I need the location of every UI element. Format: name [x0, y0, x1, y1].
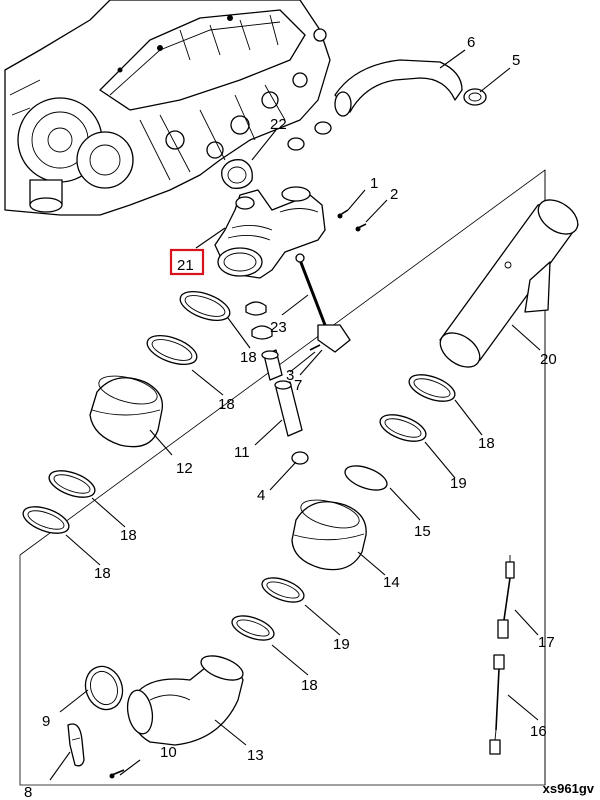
part-11-pipe — [261, 349, 303, 437]
callout-22[interactable]: 22 — [270, 116, 287, 133]
callout-13[interactable]: 13 — [247, 747, 264, 764]
callout-labels: 1 2 3 4 5 6 7 8 9 10 11 12 13 14 15 16 1… — [24, 34, 557, 800]
part-5-clamp — [463, 88, 487, 106]
reference-code: xs961gv — [542, 781, 594, 796]
callout-8[interactable]: 8 — [24, 784, 32, 800]
callout-7[interactable]: 7 — [294, 377, 302, 394]
part-13-elbow — [126, 655, 244, 746]
part-12-sleeve — [89, 375, 164, 448]
hose-clamps-upper — [287, 121, 332, 151]
callout-20[interactable]: 20 — [540, 351, 557, 368]
callout-18-e[interactable]: 18 — [478, 435, 495, 452]
part-14-sleeve — [291, 499, 367, 571]
callout-23[interactable]: 23 — [270, 319, 287, 336]
callout-12[interactable]: 12 — [176, 460, 193, 477]
callout-18-a[interactable]: 18 — [240, 349, 257, 366]
callout-18-c[interactable]: 18 — [120, 527, 137, 544]
callout-18-f[interactable]: 18 — [301, 677, 318, 694]
callout-16[interactable]: 16 — [530, 723, 547, 740]
part-23-rod — [295, 253, 351, 353]
engine-assembly — [4, 0, 331, 216]
part-17-sensor — [497, 555, 515, 639]
lower-left-clamps — [22, 470, 96, 534]
callout-15[interactable]: 15 — [414, 523, 431, 540]
callout-4[interactable]: 4 — [257, 487, 265, 504]
callout-3[interactable]: 3 — [286, 367, 294, 384]
part-3-bolt — [309, 344, 321, 351]
callout-19-b[interactable]: 19 — [333, 636, 350, 653]
leader-lines — [49, 49, 541, 781]
part-9-gasket — [84, 665, 124, 711]
callout-17[interactable]: 17 — [538, 634, 555, 651]
callout-18-d[interactable]: 18 — [94, 565, 111, 582]
callout-6[interactable]: 6 — [467, 34, 475, 51]
part-1-bolt — [337, 209, 349, 219]
callout-5[interactable]: 5 — [512, 52, 520, 69]
part-4-clamp — [291, 451, 309, 465]
callout-21-highlight-box — [169, 248, 205, 276]
callout-10[interactable]: 10 — [160, 744, 177, 761]
callout-19-a[interactable]: 19 — [450, 475, 467, 492]
right-clamp-stack — [344, 374, 456, 491]
callout-18-b[interactable]: 18 — [218, 396, 235, 413]
left-clamp-stack — [146, 290, 231, 366]
part-6-hose — [334, 59, 463, 117]
part-2-bolt — [355, 223, 367, 232]
part-20-pipe — [439, 199, 579, 368]
part-22-gasket — [221, 159, 253, 189]
callout-2[interactable]: 2 — [390, 186, 398, 203]
part-16-sensor — [489, 654, 505, 755]
callout-9[interactable]: 9 — [42, 713, 50, 730]
callout-21[interactable]: 21 — [177, 257, 194, 274]
callout-1[interactable]: 1 — [370, 175, 378, 192]
part-10-bolt — [109, 769, 125, 779]
lower-middle-clamps — [231, 577, 305, 641]
part-8-clamp — [67, 723, 85, 767]
part-21-elbow[interactable] — [214, 186, 326, 279]
callout-14[interactable]: 14 — [383, 574, 400, 591]
callout-11[interactable]: 11 — [234, 444, 250, 461]
elbow-clamp-lower — [245, 301, 273, 340]
